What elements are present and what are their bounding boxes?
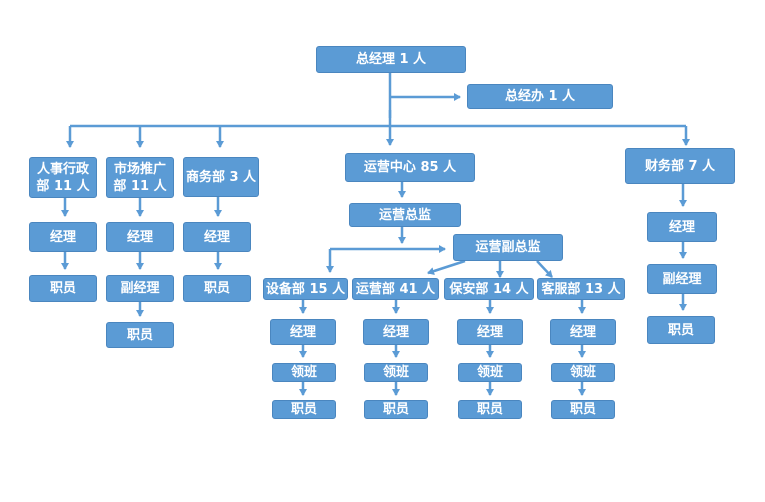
node-finance-manager: 经理 [647, 212, 717, 242]
node-business-dept: 商务部 3 人 [183, 157, 259, 197]
node-security-dept: 保安部 14 人 [444, 278, 534, 300]
node-ops-dept-manager: 经理 [363, 319, 429, 345]
node-customer-service-manager: 经理 [550, 319, 616, 345]
deputy-to-service [536, 260, 553, 278]
node-security-staff: 职员 [458, 400, 522, 419]
node-operations-deputy-director: 运营副总监 [453, 234, 563, 261]
node-security-manager: 经理 [457, 319, 523, 345]
node-operations-center: 运营中心 85 人 [345, 153, 475, 182]
node-operations-director: 运营总监 [349, 203, 461, 227]
node-marketing-staff: 职员 [106, 322, 174, 348]
node-finance-staff: 职员 [647, 316, 715, 344]
node-customer-service-staff: 职员 [551, 400, 615, 419]
node-equipment-staff: 职员 [272, 400, 336, 419]
node-hr-manager: 经理 [29, 222, 97, 252]
node-marketing-manager: 经理 [106, 222, 174, 252]
node-marketing-deputy-manager: 副经理 [106, 275, 174, 302]
node-ops-dept-team-lead: 领班 [364, 363, 428, 382]
node-finance-dept: 财务部 7 人 [625, 148, 735, 184]
node-security-team-lead: 领班 [458, 363, 522, 382]
node-business-staff: 职员 [183, 275, 251, 302]
node-ops-dept-staff: 职员 [364, 400, 428, 419]
node-gm-office: 总经办 1 人 [467, 84, 613, 109]
node-hr-staff: 职员 [29, 275, 97, 302]
node-equipment-dept: 设备部 15 人 [263, 278, 348, 300]
node-finance-deputy-manager: 副经理 [647, 264, 717, 294]
node-hr-admin-dept: 人事行政 部 11 人 [29, 157, 97, 198]
node-general-manager: 总经理 1 人 [316, 46, 466, 73]
node-business-manager: 经理 [183, 222, 251, 252]
node-marketing-dept: 市场推广 部 11 人 [106, 157, 174, 198]
node-equipment-team-lead: 领班 [272, 363, 336, 382]
node-equipment-manager: 经理 [270, 319, 336, 345]
node-customer-service-team-lead: 领班 [551, 363, 615, 382]
deputy-to-opsdept [427, 259, 466, 275]
node-customer-service-dept: 客服部 13 人 [537, 278, 625, 300]
node-ops-dept: 运营部 41 人 [352, 278, 439, 300]
